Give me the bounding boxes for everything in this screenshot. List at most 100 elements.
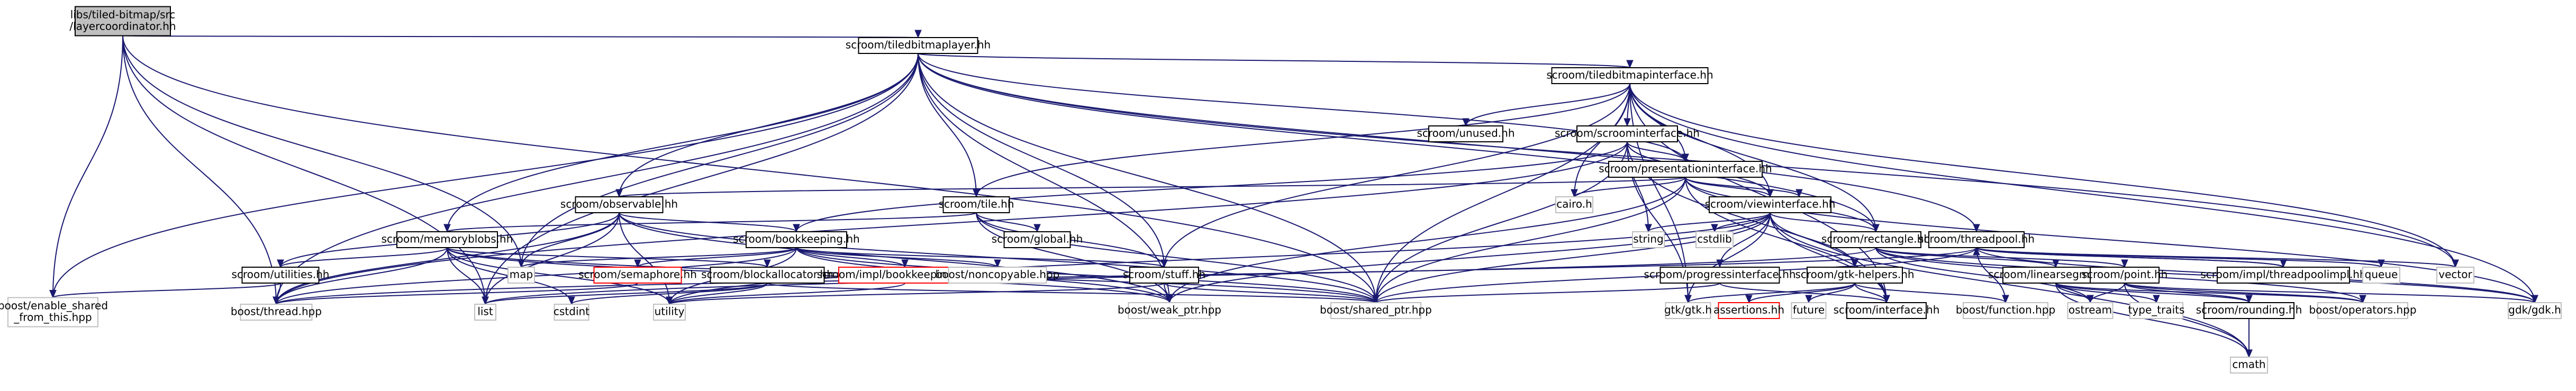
arrowhead [2531,295,2538,304]
node-box [1551,67,1709,84]
arrowhead [2087,295,2094,304]
node-box [942,196,1010,213]
node-progressinterface[interactable]: scroom/progressinterface.hh [1644,267,1796,284]
node-blockallocator[interactable]: scroom/blockallocator.hh [701,267,833,284]
edge-stuff-to-weak_ptr [1164,283,1173,304]
node-box [1709,196,1831,213]
node-label: boost/operators.hpp [2309,304,2416,316]
node-interface[interactable]: scroom/interface.hh [1834,302,1940,319]
node-tiledbitmaplayer[interactable]: scroom/tiledbitmaplayer.hh [846,37,991,54]
edge-line [1375,177,1686,303]
node-unused[interactable]: scroom/unused.hh [1417,125,1515,142]
edge-bookkeeping-to-bookkeepingimpl [796,247,909,268]
arrowhead [634,259,641,268]
arrowhead [518,259,525,268]
node-box [241,267,320,284]
node-label: scroom/semaphore.hh [578,268,697,281]
edge-line [52,35,123,298]
arrowhead [1166,295,1173,304]
node-point[interactable]: scroom/point.hh [2082,267,2168,284]
node-box [554,304,589,321]
node-label: scroom/observable.hh [560,198,678,211]
edge-line [1375,212,1771,303]
edge-point-to-ostream [2087,283,2125,304]
node-tile[interactable]: scroom/tile.hh [939,196,1014,213]
node-function: boost/function.hpp [1956,302,2055,319]
edge-line [1808,283,1855,303]
node-memoryblobs[interactable]: scroom/memoryblobs.hh [382,231,513,248]
node-label: scroom/blockallocator.hh [701,268,833,281]
edge-line [669,283,905,305]
arrowhead [1571,189,1578,198]
arrowhead [1716,259,1724,268]
edge-line [637,247,797,268]
edge-line [447,212,977,232]
edge-line [276,247,448,305]
node-utilities[interactable]: scroom/utilities.hh [232,267,330,284]
node-cstdlib: cstdlib [1695,231,1734,248]
node-label: scroom/gtk-helpers.hh [1795,268,1914,281]
arrowhead [1684,295,1692,304]
edge-root-to-tiledbitmaplayer [122,30,922,39]
node-bookkeeping[interactable]: scroom/bookkeeping.hh [733,231,860,248]
node-scroominterface[interactable]: scroom/scroominterface.hh [1555,125,1700,142]
edge-line [276,247,1977,305]
edge-root-to-thread [122,35,280,305]
edge-tiledbitmapinterface-to-unused [1462,83,1630,127]
edge-tiledbitmaplayer-to-observable [615,53,919,198]
edge-line [796,247,1376,303]
node-root[interactable]: libs/tiled-bitmap/src/layercoordinator.h… [69,6,176,37]
arrowhead [1623,118,1631,127]
node-box [1665,302,1711,319]
edge-point-to-rounding [2124,283,2253,304]
edge-line [1629,83,2535,303]
node-semaphore[interactable]: scroom/semaphore.hh [578,267,697,284]
node-stuff[interactable]: scroom/stuff.hh [1123,267,1205,284]
node-global[interactable]: scroom/global.hh [992,231,1083,248]
edge-gtkhelpers-to-future [1805,283,1855,304]
edge-line [280,247,448,268]
arrowhead [2002,295,2009,304]
node-box [1963,302,2048,319]
edge-line [276,141,1628,305]
node-label: gdk/gdk.h [2508,304,2561,316]
node-box [1428,125,1503,142]
node-presentationinterface[interactable]: scroom/presentationinterface.hh [1599,161,1772,178]
edge-line [122,35,277,305]
node-viewinterface[interactable]: scroom/viewinterface.hh [1705,196,1836,213]
node-label: scroom/rectangle.hh [1821,233,1930,245]
node-assertions[interactable]: assertions.hh [1713,302,1784,319]
arrowhead [1682,153,1689,162]
node-rounding[interactable]: scroom/rounding.hh [2196,302,2302,319]
edge-gtkhelpers-to-assertions [1745,283,1855,304]
arrowhead [615,189,623,198]
node-box [653,304,686,321]
edge-line [1375,141,1628,303]
node-tiledbitmapinterface[interactable]: scroom/tiledbitmapinterface.hh [1546,67,1713,84]
node-box [507,267,535,284]
edge-threadpool-to-thread [273,247,1977,305]
edge-threadpool-to-function [1976,247,2009,304]
edge-line [122,35,522,268]
node-box [1003,231,1071,248]
node-rectangle[interactable]: scroom/rectangle.hh [1821,231,1930,248]
edge-memoryblobs-to-blockallocator [447,247,771,268]
arrowhead [1626,60,1634,69]
edge-line [1976,247,2006,303]
edge-line [122,35,1376,303]
node-box [1128,302,1211,319]
node-gtkhelpers[interactable]: scroom/gtk-helpers.hh [1795,267,1915,284]
node-box [593,267,682,284]
edge-line [122,35,486,305]
edge-line [1770,212,1887,303]
node-threadpool[interactable]: scroom/threadpool.hh [1918,231,2035,248]
arrowhead [1805,295,1812,304]
node-observable[interactable]: scroom/observable.hh [560,196,678,213]
edge-tiledbitmaplayer-to-enable_shared [49,53,919,298]
edge-line [2124,283,2363,303]
edge-tiledbitmaplayer-to-list [482,53,919,305]
node-threadpoolimpl[interactable]: scroom/impl/threadpoolimpl.hh [2200,267,2366,284]
edge-tiledbitmapinterface-to-stuff [1160,83,1630,268]
edge-root-to-list [122,35,489,305]
